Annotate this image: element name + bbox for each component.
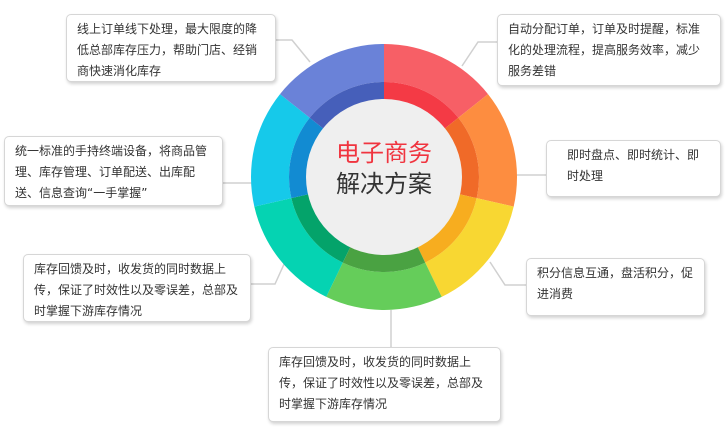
center-title: 电子商务 解决方案 — [304, 138, 464, 200]
ring-segment-red — [384, 44, 488, 118]
ring-segment-blue — [280, 43, 384, 118]
callout-top-left: 线上订单线下处理，最大限度的降低总部库存压力，帮助门店、经销商快速消化库存 — [66, 14, 276, 82]
ring-inner-segment-blue — [309, 82, 384, 129]
callout-left: 统一标准的手持终端设备，将商品管理、库存管理、订单配送、出库配送、信息查询“一手… — [4, 136, 223, 206]
ring-inner-segment-cyan — [289, 117, 324, 199]
callout-top-right: 自动分配订单，订单及时提醒，标准化的处理流程，提高服务效率，减少服务差错 — [497, 14, 721, 86]
ring-segment-orange — [458, 94, 517, 207]
ring-inner-segment-green — [342, 246, 426, 272]
callout-right: 即时盘点、即时统计、即时处理 — [546, 140, 721, 197]
center-circle — [306, 99, 462, 255]
center-title-line2: 解决方案 — [336, 170, 432, 198]
ring-segment-cyan — [251, 94, 310, 207]
center-title-line1: 电子商务 — [336, 139, 432, 167]
connector-right-lower — [489, 261, 526, 286]
ring-inner-segment-orange — [444, 117, 479, 199]
ring-inner-segment-yellow — [417, 194, 477, 263]
connector-top-right — [461, 41, 497, 67]
callout-bottom: 库存回馈及时，收发货的同时数据上传，保证了时效性以及零误差，总部及时掌握下游库存… — [268, 347, 501, 422]
ring-inner-segment-red — [384, 82, 459, 129]
ring-segment-teal — [254, 198, 343, 297]
ring-segment-green — [326, 262, 442, 311]
ring-inner-segment-teal — [291, 194, 351, 263]
connector-top-left — [275, 39, 311, 63]
callout-bottom-left: 库存回馈及时，收发货的同时数据上传，保证了时效性以及零误差，总部及时掌握下游库存… — [23, 254, 251, 322]
connector-bottom-left — [250, 261, 286, 285]
callout-right-lower: 积分信息互通，盘活积分，促进消费 — [526, 258, 705, 316]
ring-segment-yellow — [425, 198, 514, 297]
